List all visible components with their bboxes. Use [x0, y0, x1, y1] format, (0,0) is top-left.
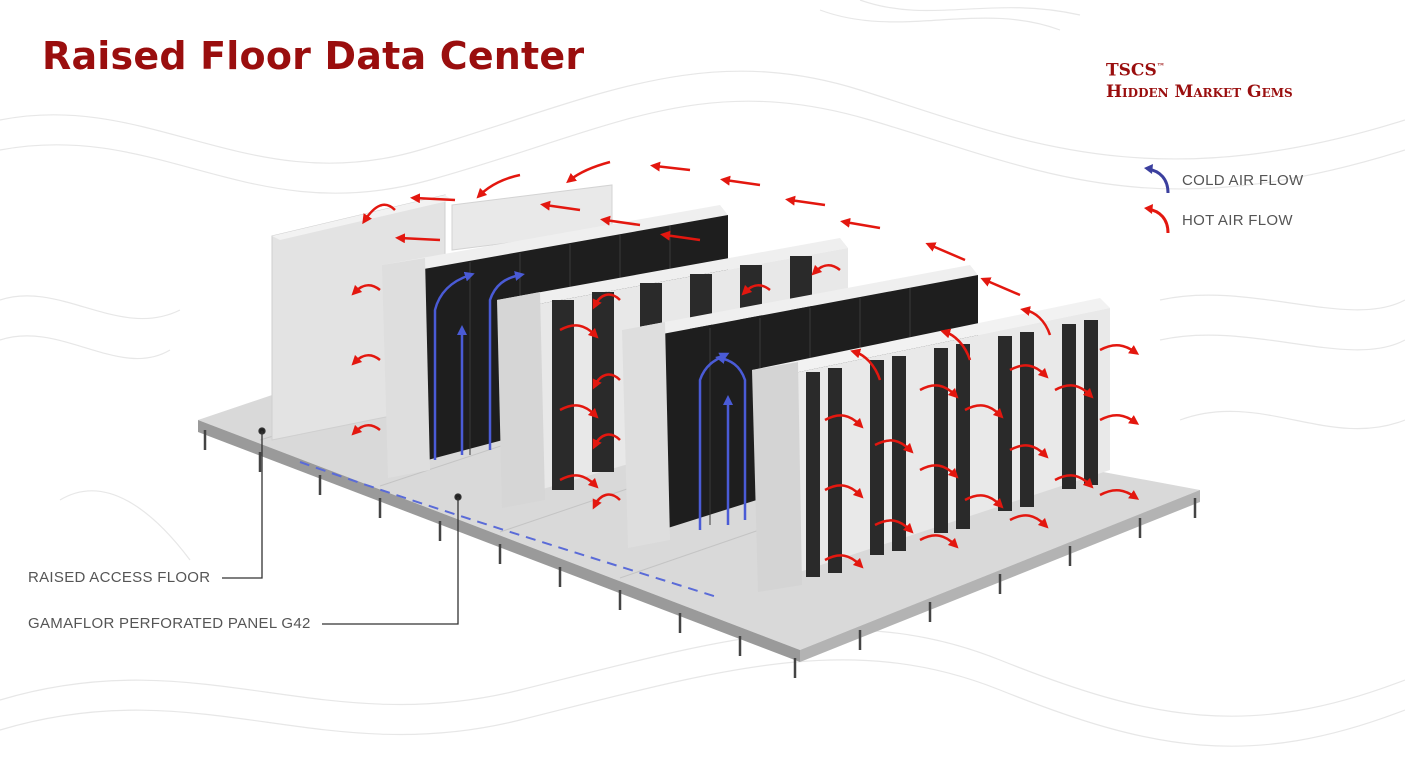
raised-access-floor-label: RAISED ACCESS FLOOR	[28, 569, 210, 586]
perforated-panel-label: GAMAFLOR PERFORATED PANEL G42	[28, 615, 311, 632]
